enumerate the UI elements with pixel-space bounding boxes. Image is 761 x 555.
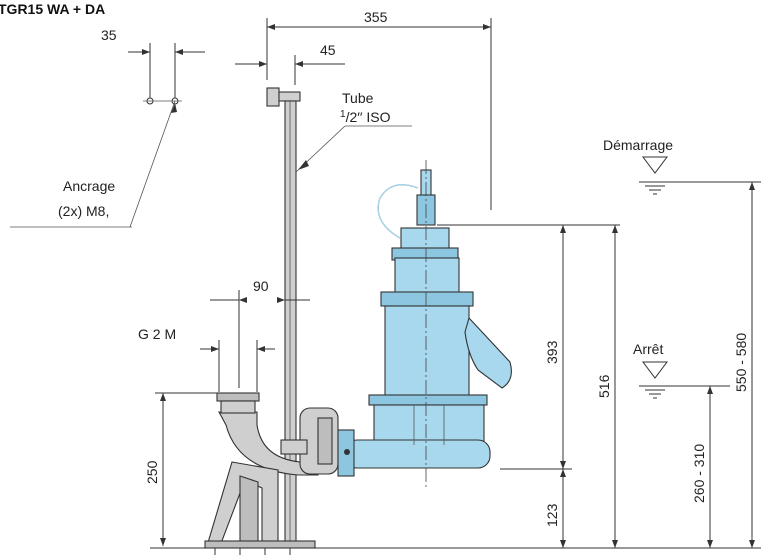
dim-90-label: 90	[253, 278, 269, 294]
g2m-label: G 2 M	[138, 326, 176, 342]
tube-size-fraction-rest: /2′′ ISO	[346, 109, 391, 125]
arret-level-icon	[642, 361, 668, 379]
dim-250: 250	[144, 392, 217, 546]
anchor-detail: 35 Ancrage (2x) M8,	[10, 27, 205, 228]
arret-label: Arrêt	[633, 341, 663, 357]
dim-123-label: 123	[544, 503, 560, 527]
dim-250-label: 250	[144, 460, 160, 484]
drawing-title: TGR15 WA + DA	[0, 1, 105, 17]
demarrage-label: Démarrage	[603, 137, 673, 153]
dim-90: 90	[210, 278, 310, 388]
dim-393-label: 393	[544, 340, 560, 364]
dim-550-580-label: 550 - 580	[733, 333, 749, 392]
dim-355-label: 355	[364, 9, 388, 25]
top-dimensions: 355 45	[235, 9, 492, 210]
ancrage-spec-label: (2x) M8,	[58, 203, 109, 219]
demarrage-level-icon	[642, 156, 668, 174]
tube-label: Tube	[342, 90, 374, 106]
duckfoot-base	[204, 392, 339, 555]
dim-35-label: 35	[101, 27, 117, 43]
ancrage-label: Ancrage	[63, 178, 115, 194]
pump-body	[337, 160, 512, 488]
tube-size-fraction-num: 1	[340, 109, 346, 120]
dim-260-310-label: 260 - 310	[691, 444, 707, 503]
tube-size-label: 1/2′′ ISO	[340, 109, 391, 125]
dim-g2m: G 2 M	[138, 326, 275, 392]
right-dimensions: 393 123 516 Démarrage 550 - 580 Arrêt	[150, 137, 761, 549]
dim-45-label: 45	[320, 42, 336, 58]
dim-516-label: 516	[596, 374, 612, 398]
